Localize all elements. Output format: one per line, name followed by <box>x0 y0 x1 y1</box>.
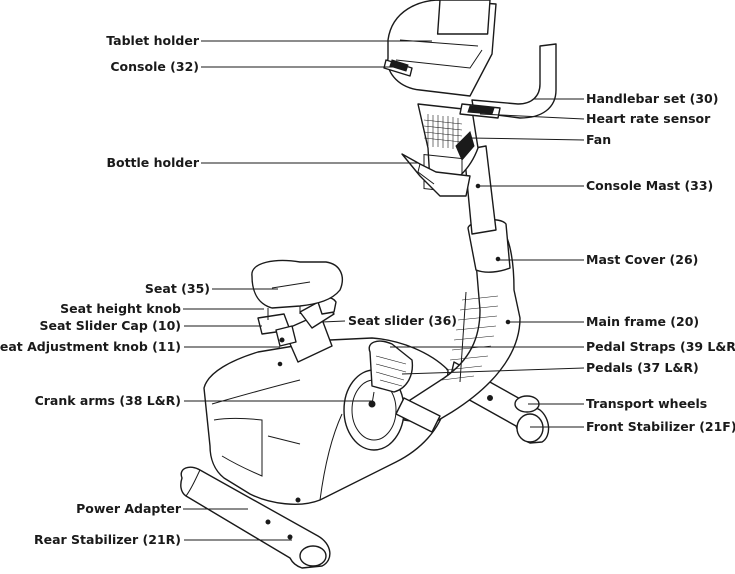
label-seat-adjustment-knob: Seat Adjustment knob (11) <box>0 339 181 354</box>
seat-slider-part <box>257 296 337 367</box>
label-seat-slider-cap: Seat Slider Cap (10) <box>39 318 182 333</box>
label-fan: Fan <box>586 132 612 147</box>
label-pedals: Pedals (37 L&R) <box>586 360 699 375</box>
label-crank-arms: Crank arms (38 L&R) <box>34 393 181 408</box>
label-pedal-straps: Pedal Straps (39 L&R) <box>586 339 735 354</box>
bottle-holder-part <box>401 153 471 197</box>
label-seat-slider: Seat slider (36) <box>348 313 458 328</box>
label-power-adapter: Power Adapter <box>76 501 181 516</box>
seat-part <box>251 259 344 320</box>
label-main-frame: Main frame (20) <box>586 314 700 329</box>
label-handlebar-set: Handlebar set (30) <box>586 91 719 106</box>
label-front-stabilizer: Front Stabilizer (21F) <box>586 419 735 434</box>
label-seat: Seat (35) <box>144 281 210 296</box>
label-rear-stabilizer: Rear Stabilizer (21R) <box>34 532 181 547</box>
label-seat-height-knob: Seat height knob <box>60 301 181 316</box>
label-console: Console (32) <box>110 59 199 74</box>
console-mast-part <box>463 145 497 235</box>
console-part <box>383 0 497 97</box>
pedals-part <box>368 340 441 433</box>
label-mast-cover: Mast Cover (26) <box>586 252 699 267</box>
leader-lines <box>183 40 585 541</box>
label-bottle-holder: Bottle holder <box>106 155 199 170</box>
rear-stabilizer-part <box>180 466 331 569</box>
label-console-mast: Console Mast (33) <box>586 178 714 193</box>
label-tablet-holder: Tablet holder <box>106 33 199 48</box>
label-transport-wheels: Transport wheels <box>586 396 708 411</box>
label-heart-rate-sensor: Heart rate sensor <box>586 111 711 126</box>
